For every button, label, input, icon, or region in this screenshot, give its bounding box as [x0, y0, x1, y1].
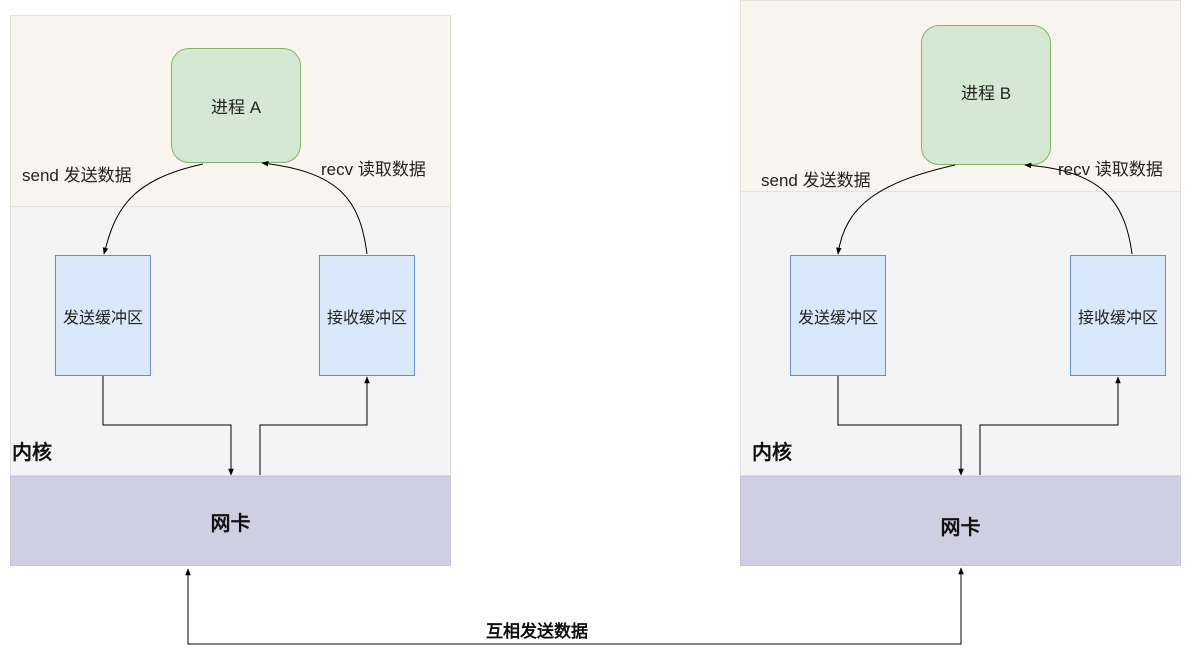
right-send-buffer: 发送缓冲区 [790, 255, 886, 376]
left-process: 进程 A [171, 48, 301, 163]
left-send-arrow [102, 163, 204, 255]
left-send-label: send 发送数据 [22, 166, 132, 185]
left-send-to-nic [102, 376, 234, 476]
link-label: 互相发送数据 [486, 622, 588, 641]
nic-link [185, 567, 964, 645]
right-send-buffer-label: 发送缓冲区 [797, 309, 878, 327]
right-process: 进程 B [921, 25, 1051, 165]
right-recv-buffer-label: 接收缓冲区 [1077, 309, 1158, 327]
right-nic-label: 网卡 [940, 516, 981, 539]
right-recv-arrow [1024, 162, 1133, 255]
right-recv-buffer: 接收缓冲区 [1070, 255, 1166, 376]
right-process-label: 进程 B [960, 83, 1012, 103]
right-recv-label: recv 读取数据 [1058, 160, 1163, 179]
right-nic: 网卡 [740, 476, 1181, 566]
left-nic-to-recv [259, 376, 370, 475]
left-nic-label: 网卡 [210, 512, 251, 535]
right-kernel-label: 内核 [752, 442, 792, 464]
left-nic: 网卡 [10, 476, 451, 566]
left-recv-label: recv 读取数据 [321, 160, 426, 179]
left-recv-buffer-label: 接收缓冲区 [326, 309, 407, 327]
right-send-label: send 发送数据 [761, 171, 871, 190]
left-recv-arrow [261, 160, 368, 255]
left-process-label: 进程 A [210, 98, 262, 117]
left-recv-buffer: 接收缓冲区 [319, 255, 415, 376]
right-send-to-nic [837, 376, 964, 476]
left-kernel-label: 内核 [12, 442, 52, 464]
left-send-buffer-label: 发送缓冲区 [62, 309, 143, 327]
right-send-arrow [836, 164, 956, 255]
right-nic-to-recv [979, 376, 1121, 475]
left-send-buffer: 发送缓冲区 [55, 255, 151, 376]
